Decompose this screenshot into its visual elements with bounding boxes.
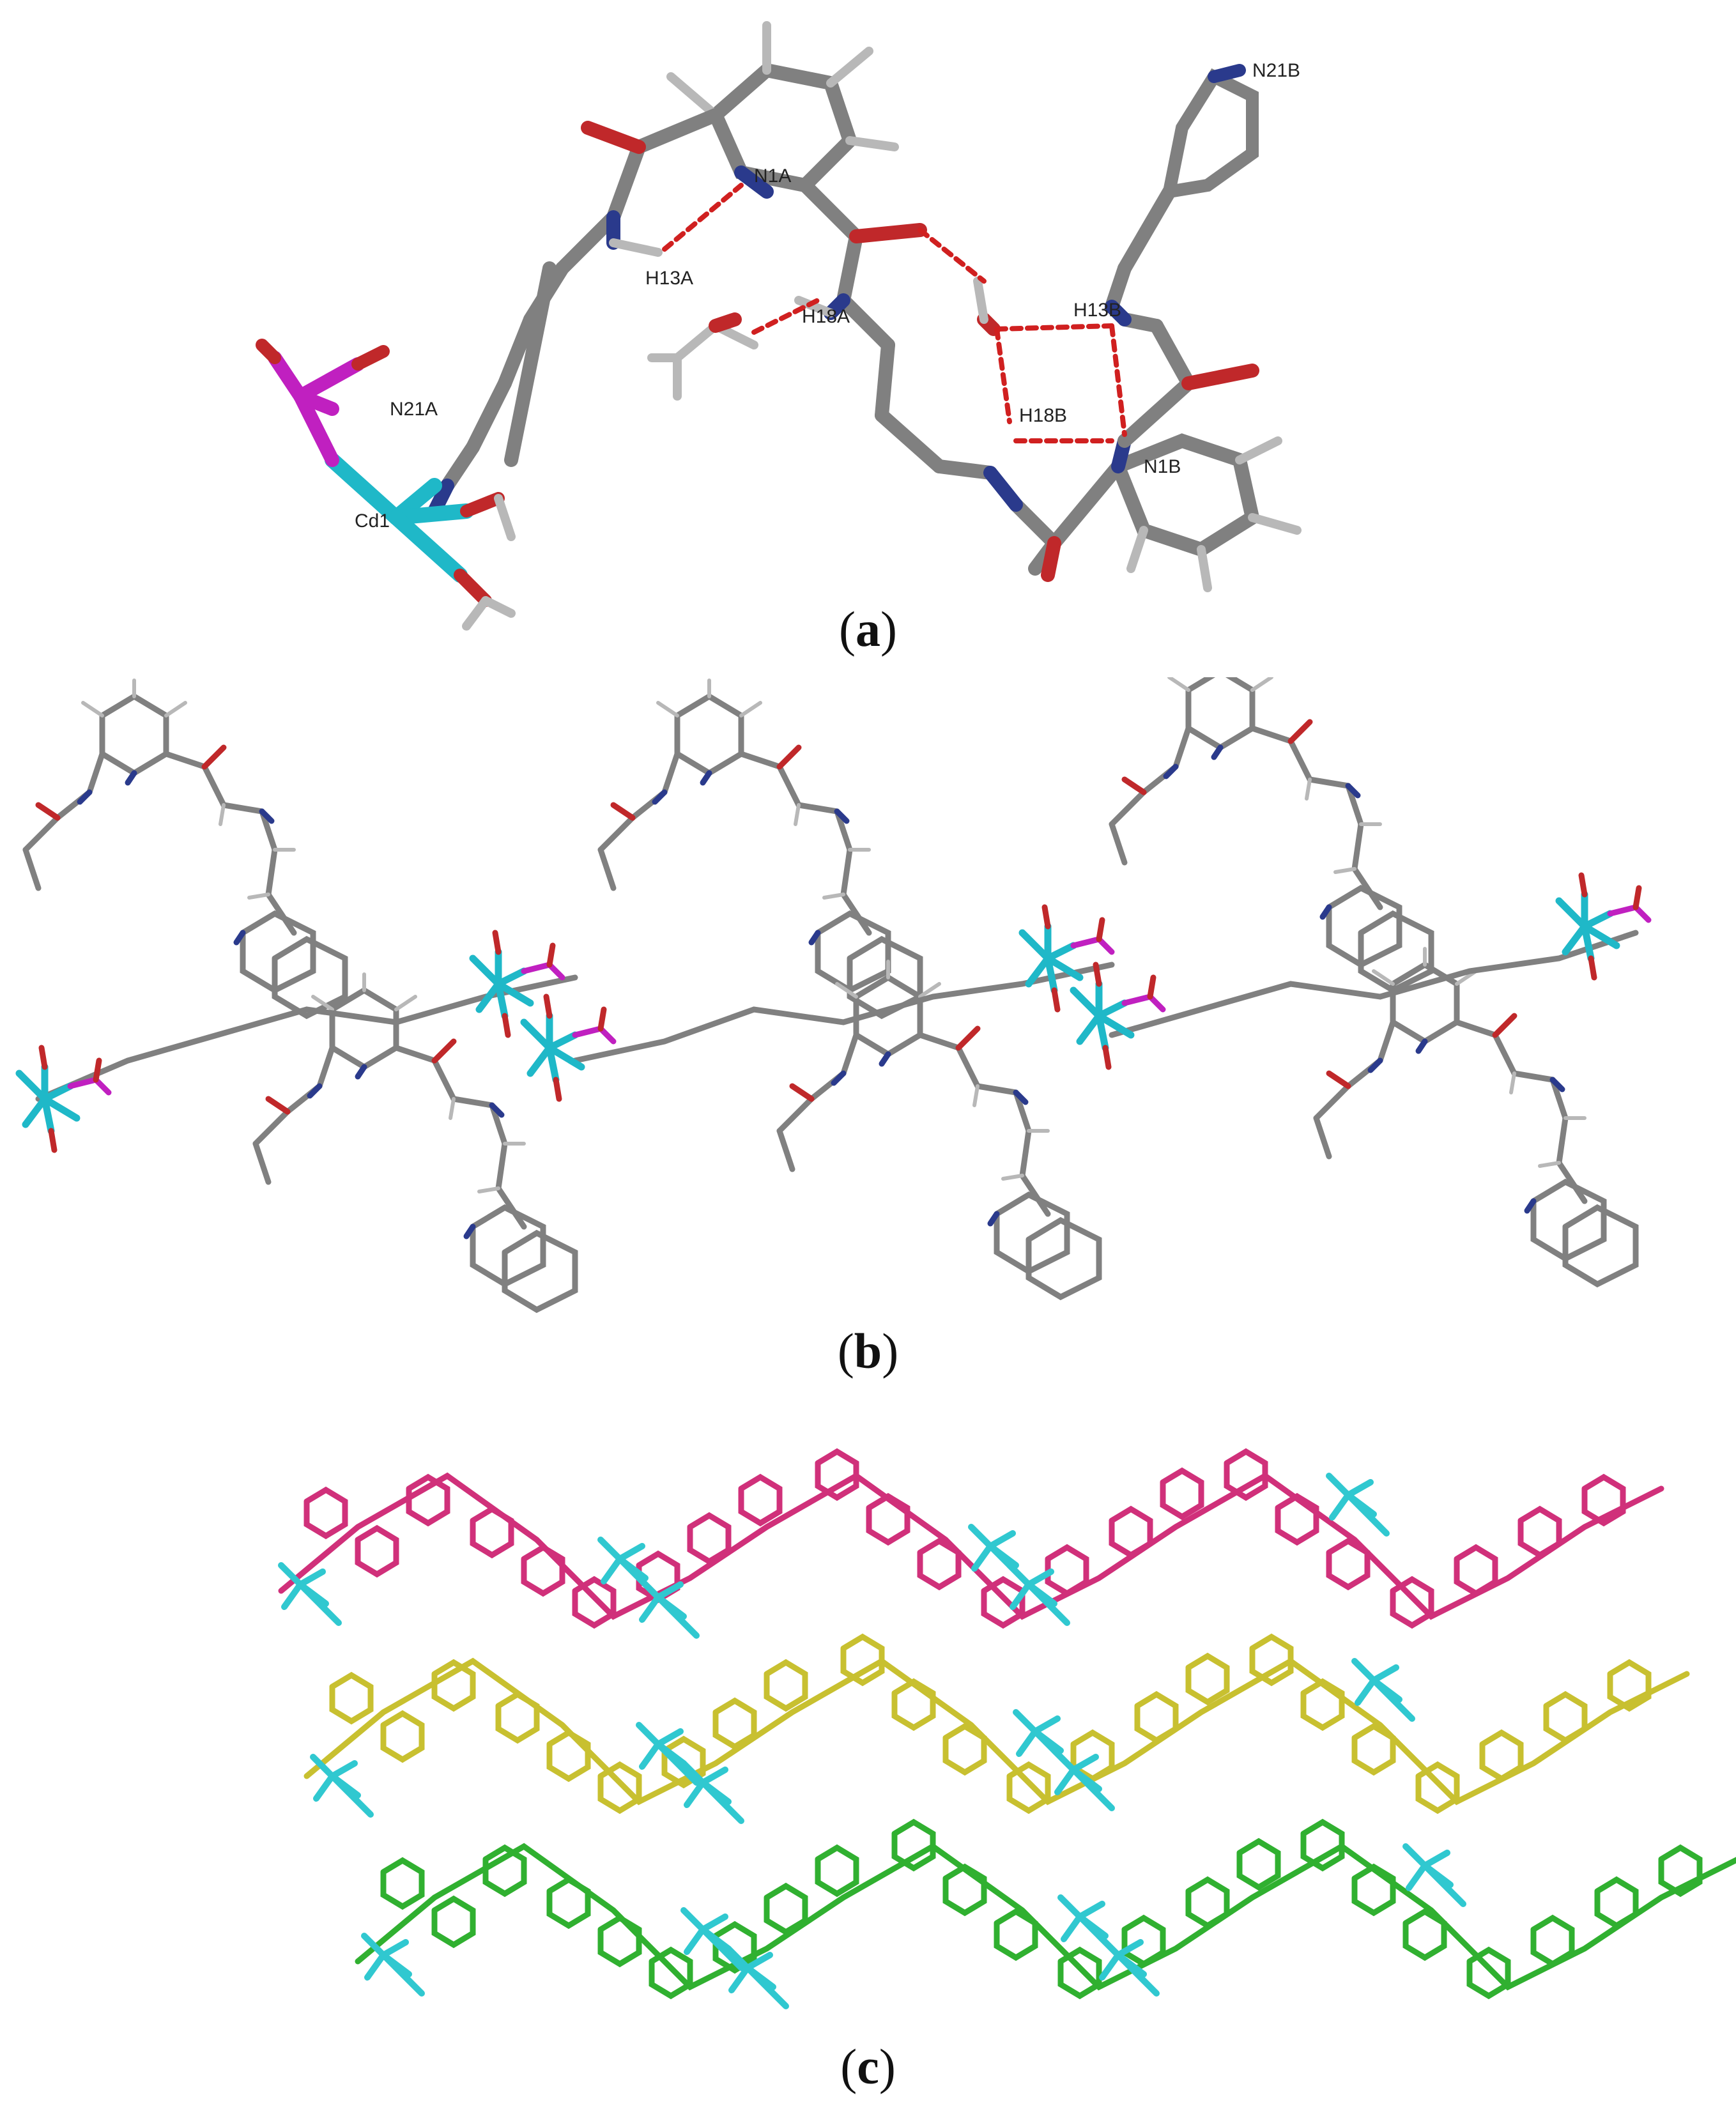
- repeat-unit-b5: [780, 962, 1099, 1297]
- repeat-unit-b1: [26, 680, 345, 1016]
- label-n21a: N21A: [390, 399, 438, 420]
- chain-b: [0, 677, 1736, 1354]
- repeat-unit-b6: [1316, 949, 1636, 1284]
- cd-center-b2: [524, 997, 613, 1099]
- cd1-bonds: [325, 452, 474, 583]
- chain-yellow: [307, 1637, 1687, 1811]
- caption-c: (c): [840, 2039, 896, 2094]
- carbonyl-o-left: [581, 121, 646, 154]
- n1a-bond: [734, 165, 774, 199]
- chain-green: [358, 1822, 1736, 1996]
- molecule-a: N1A H13A H18A N21A Cd1 N21B H13B H18B N1…: [256, 21, 1302, 631]
- cd-centers-c: [281, 1476, 1463, 2006]
- panel-b: (b): [0, 677, 1736, 1425]
- label-cd1: Cd1: [355, 510, 390, 532]
- repeat-unit-b3: [1112, 677, 1431, 990]
- cd-center-b4: [1073, 965, 1163, 1067]
- hydrogens-ring-a: [666, 21, 899, 151]
- packing-c: [0, 1425, 1736, 2038]
- panel-c: (c): [0, 1425, 1736, 2109]
- label-h13a: H13A: [645, 268, 693, 289]
- label-n1a: N1A: [754, 165, 791, 187]
- label-h18b: H18B: [1019, 405, 1067, 426]
- caption-b: (b): [837, 1323, 899, 1379]
- label-h18a: H18A: [802, 306, 850, 327]
- label-n21b: N21B: [1252, 60, 1300, 81]
- cd-center-b6: [1559, 875, 1648, 978]
- chain-pink: [281, 1452, 1661, 1625]
- hydrogen-bonds-a: [662, 183, 1127, 443]
- label-h13b: H13B: [1073, 300, 1121, 321]
- repeat-unit-b2: [601, 680, 920, 1016]
- label-n1b: N1B: [1144, 456, 1181, 477]
- caption-a: (a): [839, 601, 897, 657]
- panel-a: N1A H13A H18A N21A Cd1 N21B H13B H18B N1…: [0, 0, 1736, 677]
- phosphate-group: [268, 351, 365, 467]
- cd-center-b5: [19, 1048, 109, 1150]
